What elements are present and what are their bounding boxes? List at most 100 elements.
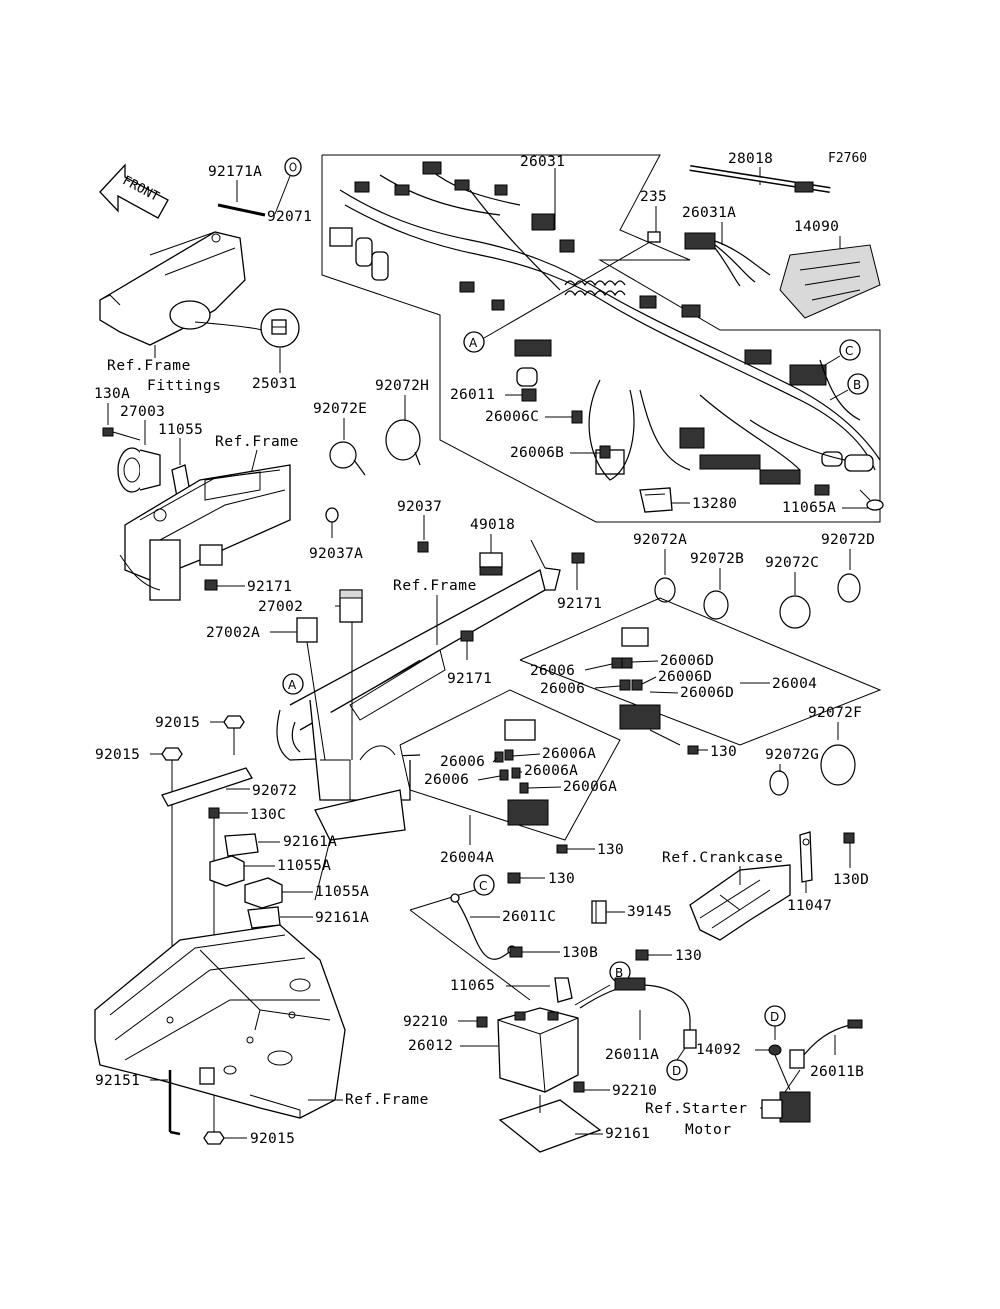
pad-92161A-top bbox=[224, 833, 259, 857]
part-label-49018: 49018 bbox=[470, 517, 515, 533]
part-label-26006A-1: 26006A bbox=[542, 746, 596, 762]
harness-connector bbox=[759, 469, 801, 485]
horn-27003 bbox=[117, 447, 161, 493]
clip-92037A bbox=[325, 507, 339, 523]
band-92072C bbox=[779, 595, 811, 629]
harness-connector bbox=[354, 181, 370, 193]
ref-frame-mid: Ref.Frame bbox=[393, 578, 477, 594]
mat-92161 bbox=[498, 1099, 602, 1153]
harness-connector bbox=[531, 213, 555, 231]
harness-connector bbox=[514, 339, 552, 357]
horn-frame-sketch bbox=[119, 464, 291, 601]
part-label-26006-2: 26006 bbox=[540, 681, 585, 697]
part-label-92171-b: 92171 bbox=[557, 596, 602, 612]
marker-c-lower bbox=[473, 874, 495, 896]
part-label-26004A: 26004A bbox=[440, 850, 494, 866]
terminal-cap-11065 bbox=[554, 977, 573, 1003]
figure-code: F2760 bbox=[828, 151, 867, 166]
band-92072H bbox=[385, 419, 421, 466]
part-label-26006-3: 26006 bbox=[440, 754, 485, 770]
crankcase-sketch bbox=[689, 864, 791, 941]
part-label-39145: 39145 bbox=[627, 904, 672, 920]
meter-25031 bbox=[260, 308, 300, 348]
part-label-92171A: 92171A bbox=[208, 164, 262, 180]
part-label-26031: 26031 bbox=[520, 154, 565, 170]
ref-frame-fittings-2: Fittings bbox=[147, 378, 222, 394]
relay-27002 bbox=[339, 589, 363, 623]
cover-14090 bbox=[779, 244, 881, 319]
harness-connector bbox=[459, 281, 475, 293]
part-label-92072: 92072 bbox=[252, 783, 297, 799]
harness-connector bbox=[789, 364, 827, 386]
bolt-130-3 bbox=[507, 872, 521, 884]
part-label-27003: 27003 bbox=[120, 404, 165, 420]
marker-c bbox=[839, 339, 861, 361]
part-label-92072D: 92072D bbox=[821, 532, 875, 548]
part-label-92072C: 92072C bbox=[765, 555, 819, 571]
ref-starter-2: Motor bbox=[685, 1122, 732, 1138]
marker-b-lower-label: B bbox=[615, 966, 623, 980]
marker-c-lower-label: C bbox=[479, 879, 487, 893]
part-label-92072H: 92072H bbox=[375, 378, 429, 394]
ref-frame-fittings-1: Ref.Frame bbox=[107, 358, 191, 374]
part-label-92171-a: 92171 bbox=[247, 579, 292, 595]
part-label-130C: 130C bbox=[250, 807, 286, 823]
frame-fittings-sketch bbox=[99, 231, 263, 346]
flasher-49018 bbox=[479, 552, 503, 576]
bolt-92210-bottom bbox=[573, 1081, 585, 1093]
part-label-11055: 11055 bbox=[158, 422, 203, 438]
part-label-26006C: 26006C bbox=[485, 409, 539, 425]
harness-connector bbox=[559, 239, 575, 253]
pad-92161A-bottom bbox=[247, 906, 281, 929]
part-label-92015-2: 92015 bbox=[95, 747, 140, 763]
part-label-28018: 28018 bbox=[728, 151, 773, 167]
upper-frame-sketch bbox=[276, 539, 561, 901]
harness-connector bbox=[681, 304, 701, 318]
part-label-130B: 130B bbox=[562, 945, 598, 961]
nut-92015-top bbox=[223, 715, 245, 729]
part-label-26006D-2: 26006D bbox=[658, 669, 712, 685]
marker-a-lower-label: A bbox=[288, 678, 297, 692]
part-label-130D: 130D bbox=[833, 872, 869, 888]
sub-harness-26031A bbox=[684, 232, 771, 287]
part-label-92210-1: 92210 bbox=[403, 1014, 448, 1030]
nut-92015-left bbox=[161, 747, 183, 761]
part-label-26006A-3: 26006A bbox=[563, 779, 617, 795]
cable-26011B bbox=[789, 1019, 863, 1069]
fuse-box-group-26004A bbox=[399, 689, 621, 841]
harness-connector bbox=[639, 295, 657, 309]
part-label-130A: 130A bbox=[94, 386, 130, 402]
part-label-26006D-1: 26006D bbox=[660, 653, 714, 669]
part-label-26006D-3: 26006D bbox=[680, 685, 734, 701]
harness-connector bbox=[355, 237, 373, 267]
band-92072E bbox=[329, 441, 366, 476]
part-label-14092: 14092 bbox=[696, 1042, 741, 1058]
main-harness-group bbox=[321, 154, 881, 523]
harness-connector bbox=[454, 179, 470, 191]
part-label-26004: 26004 bbox=[772, 676, 817, 692]
bolt-130C bbox=[208, 807, 220, 819]
part-label-235: 235 bbox=[640, 189, 667, 205]
part-label-92171-c: 92171 bbox=[447, 671, 492, 687]
marker-a-label: A bbox=[469, 336, 478, 350]
band-92072G bbox=[769, 770, 789, 796]
part-label-26011C: 26011C bbox=[502, 909, 556, 925]
bolt-235 bbox=[647, 231, 661, 243]
part-label-92072A: 92072A bbox=[633, 532, 687, 548]
bolt-130B bbox=[509, 946, 523, 958]
part-label-92072G: 92072G bbox=[765, 747, 819, 763]
bracket-11055A-bottom bbox=[244, 877, 283, 909]
cable-26011C bbox=[450, 893, 517, 960]
front-arrow-icon: FRONT bbox=[99, 163, 169, 219]
part-label-27002: 27002 bbox=[258, 599, 303, 615]
part-label-26011A: 26011A bbox=[605, 1047, 659, 1063]
part-label-92037A: 92037A bbox=[309, 546, 363, 562]
part-label-130-3: 130 bbox=[548, 871, 575, 887]
part-label-26006A-2: 26006A bbox=[524, 763, 578, 779]
harness-connector bbox=[516, 367, 538, 387]
harness-connector bbox=[744, 349, 772, 365]
fuse-26006B bbox=[599, 445, 611, 459]
ref-frame-upper: Ref.Frame bbox=[215, 434, 299, 450]
harness-connector bbox=[679, 427, 705, 449]
cable-26011A bbox=[579, 977, 697, 1049]
